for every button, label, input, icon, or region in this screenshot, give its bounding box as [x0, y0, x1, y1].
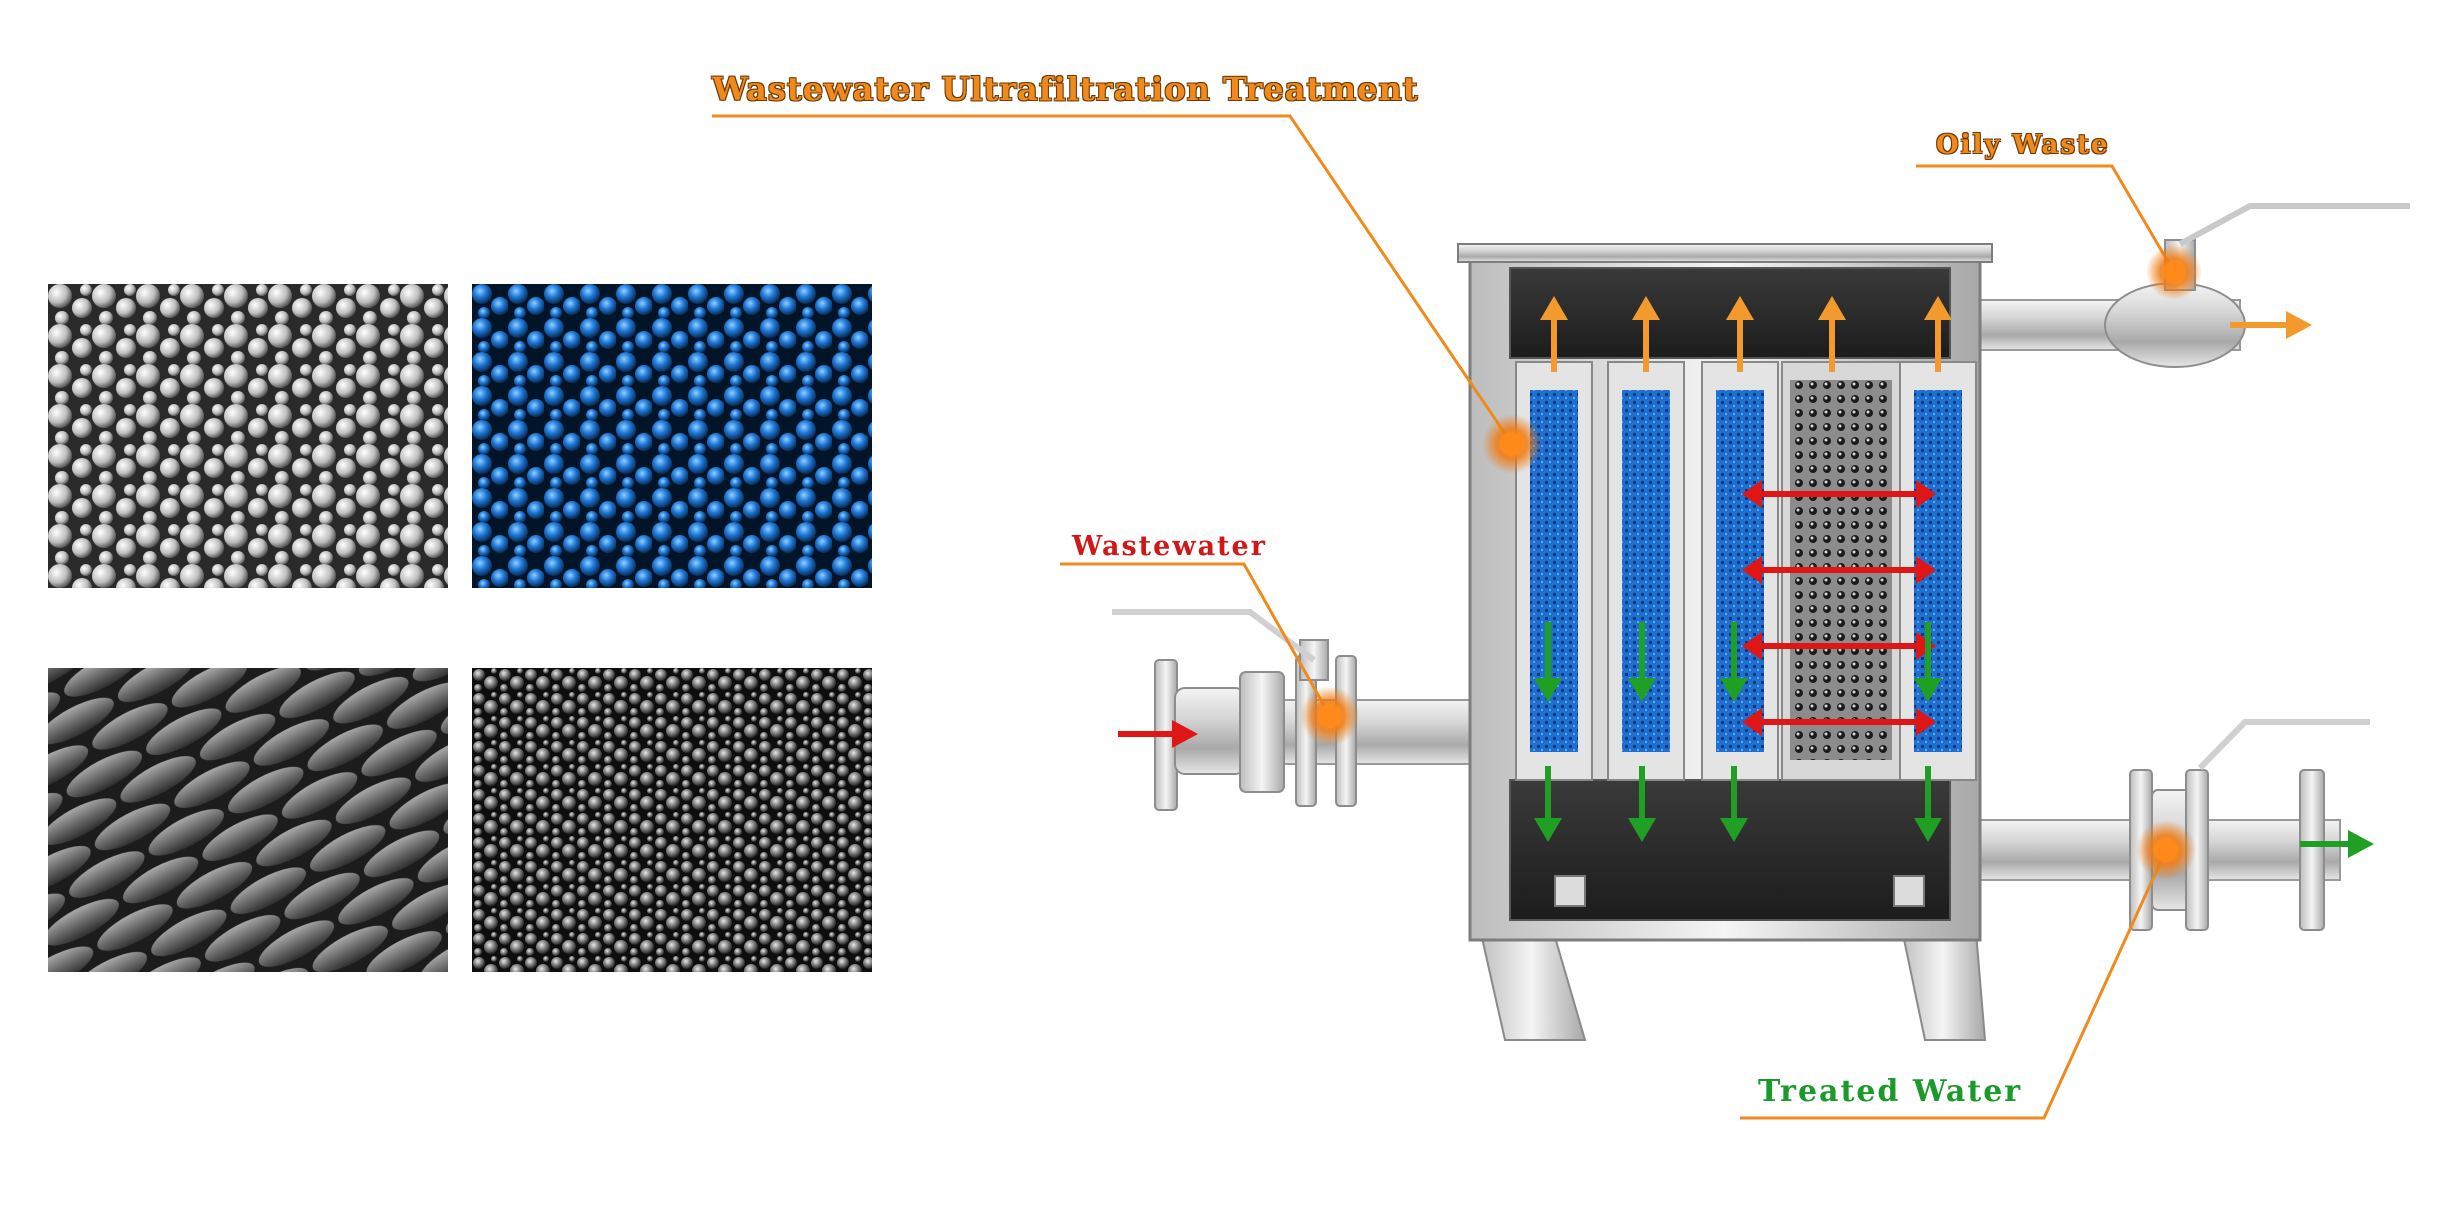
- treated-water-flow-arrows: [1534, 622, 2374, 858]
- down-arrow-icon: [1628, 766, 1656, 842]
- right-arrow-icon: [1118, 720, 1198, 748]
- support-legs: [1476, 919, 1987, 1041]
- callout-marker-dot: [1318, 704, 1342, 728]
- down-arrow-icon: [1914, 622, 1942, 702]
- wastewater-label: Wastewater: [1072, 531, 1267, 562]
- up-arrow-icon: [1924, 296, 1952, 372]
- oily-waste-outlet-pipe: [1979, 203, 2410, 368]
- callout-marker-dot: [2163, 261, 2185, 283]
- right-arrow-icon: [2230, 311, 2312, 339]
- treated-water-label: Treated Water: [1758, 1074, 2023, 1109]
- down-arrow-icon: [1914, 766, 1942, 842]
- down-arrow-icon: [1628, 622, 1656, 702]
- woven-fiber-membrane-photo: [48, 668, 448, 972]
- porous-membrane-surface-photo: [472, 668, 872, 972]
- down-arrow-icon: [1534, 622, 1562, 702]
- cross-flow-arrows: [1118, 480, 1936, 748]
- up-arrow-icon: [1632, 296, 1660, 372]
- callout-marker-dot: [1500, 432, 1524, 456]
- white-microspheres-photo: [48, 284, 448, 588]
- down-arrow-icon: [1720, 622, 1748, 702]
- down-arrow-icon: [1534, 766, 1562, 842]
- right-arrow-icon: [2300, 830, 2374, 858]
- treated-water-leader-line: [1740, 849, 2168, 1120]
- double-arrow-icon: [1742, 556, 1936, 584]
- oily-waste-leader-line: [1916, 164, 2176, 273]
- callout-markers: [1300, 244, 2202, 880]
- up-arrow-icon: [1818, 296, 1846, 372]
- up-arrow-icon: [1726, 296, 1754, 372]
- double-arrow-icon: [1742, 480, 1936, 508]
- blue-microspheres-photo: [472, 284, 872, 588]
- diagram-title-label: Wastewater Ultrafiltration Treatment: [712, 70, 1419, 108]
- callout-leader-lines: [712, 114, 2176, 1120]
- oily-waste-label: Oily Waste: [1936, 130, 2110, 160]
- double-arrow-icon: [1742, 708, 1936, 736]
- title-leader-line: [712, 114, 1514, 445]
- down-arrow-icon: [1720, 766, 1748, 842]
- oily-waste-flow-arrows: [1540, 296, 2312, 372]
- up-arrow-icon: [1540, 296, 1568, 372]
- wastewater-leader-line: [1060, 562, 1332, 717]
- callout-marker-dot: [2154, 838, 2178, 862]
- membrane-module: [1607, 361, 1685, 781]
